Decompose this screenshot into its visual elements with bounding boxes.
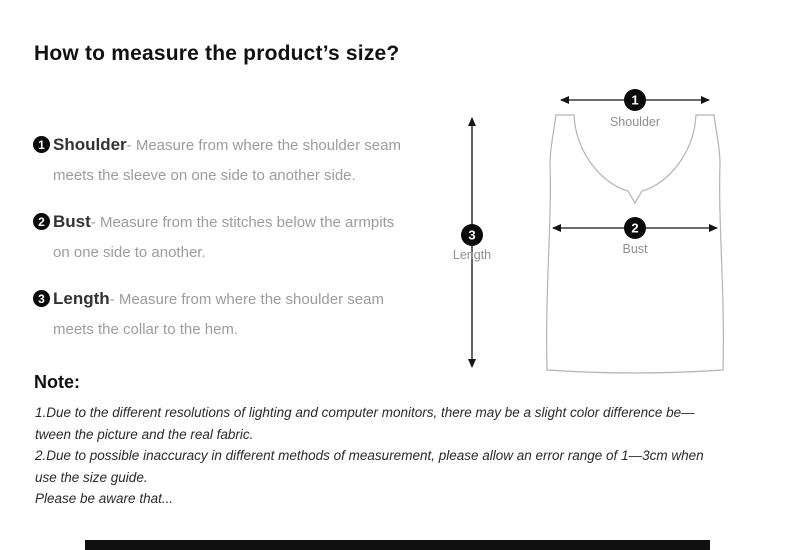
bust-badge: 2: [624, 217, 646, 239]
garment-measurement-diagram: 1 3 2 Shoulder Length Bust: [453, 89, 724, 374]
measure-desc-length: - Measure from where the shoulder seam m…: [53, 291, 384, 338]
length-badge: 3: [461, 224, 483, 246]
step-2-badge: 2: [33, 213, 50, 230]
bust-badge-num: 2: [631, 221, 638, 236]
note-line: tween the picture and the real fabric.: [35, 426, 254, 442]
instruction-list: 1 Shoulder- Measure from where the shoul…: [33, 130, 413, 361]
instruction-text: Bust- Measure from the stitches below th…: [53, 207, 413, 268]
tank-top-outline: [546, 114, 724, 374]
shoulder-badge: 1: [624, 89, 646, 111]
shoulder-diagram-label: Shoulder: [610, 115, 660, 129]
instruction-text: Shoulder- Measure from where the shoulde…: [53, 130, 413, 191]
bust-diagram-label: Bust: [622, 242, 648, 256]
measure-label-bust: Bust: [53, 212, 91, 231]
instruction-item-shoulder: 1 Shoulder- Measure from where the shoul…: [33, 130, 413, 191]
note-line: use the size guide.: [35, 469, 148, 485]
instruction-text: Length- Measure from where the shoulder …: [53, 284, 413, 345]
length-badge-num: 3: [468, 228, 475, 243]
instruction-item-bust: 2 Bust- Measure from the stitches below …: [33, 207, 413, 268]
step-3-badge: 3: [33, 290, 50, 307]
note-line: 2.Due to possible inaccuracy in differen…: [35, 448, 704, 463]
instruction-item-length: 3 Length- Measure from where the shoulde…: [33, 284, 413, 345]
measure-label-length: Length: [53, 289, 110, 308]
measure-desc-bust: - Measure from the stitches below the ar…: [53, 214, 395, 261]
note-text: 1.Due to the different resolutions of li…: [35, 402, 780, 510]
step-1-badge: 1: [33, 136, 50, 153]
measure-label-shoulder: Shoulder: [53, 135, 127, 154]
page-title: How to measure the product’s size?: [34, 42, 400, 65]
shoulder-badge-num: 1: [631, 93, 638, 108]
note-line: Please be aware that...: [35, 491, 174, 506]
note-line: 1.Due to the different resolutions of li…: [35, 405, 695, 420]
length-diagram-label: Length: [453, 248, 491, 262]
measure-desc-shoulder: - Measure from where the shoulder seam m…: [53, 137, 401, 184]
note-heading: Note:: [34, 372, 80, 392]
footer-bar: [85, 540, 710, 550]
